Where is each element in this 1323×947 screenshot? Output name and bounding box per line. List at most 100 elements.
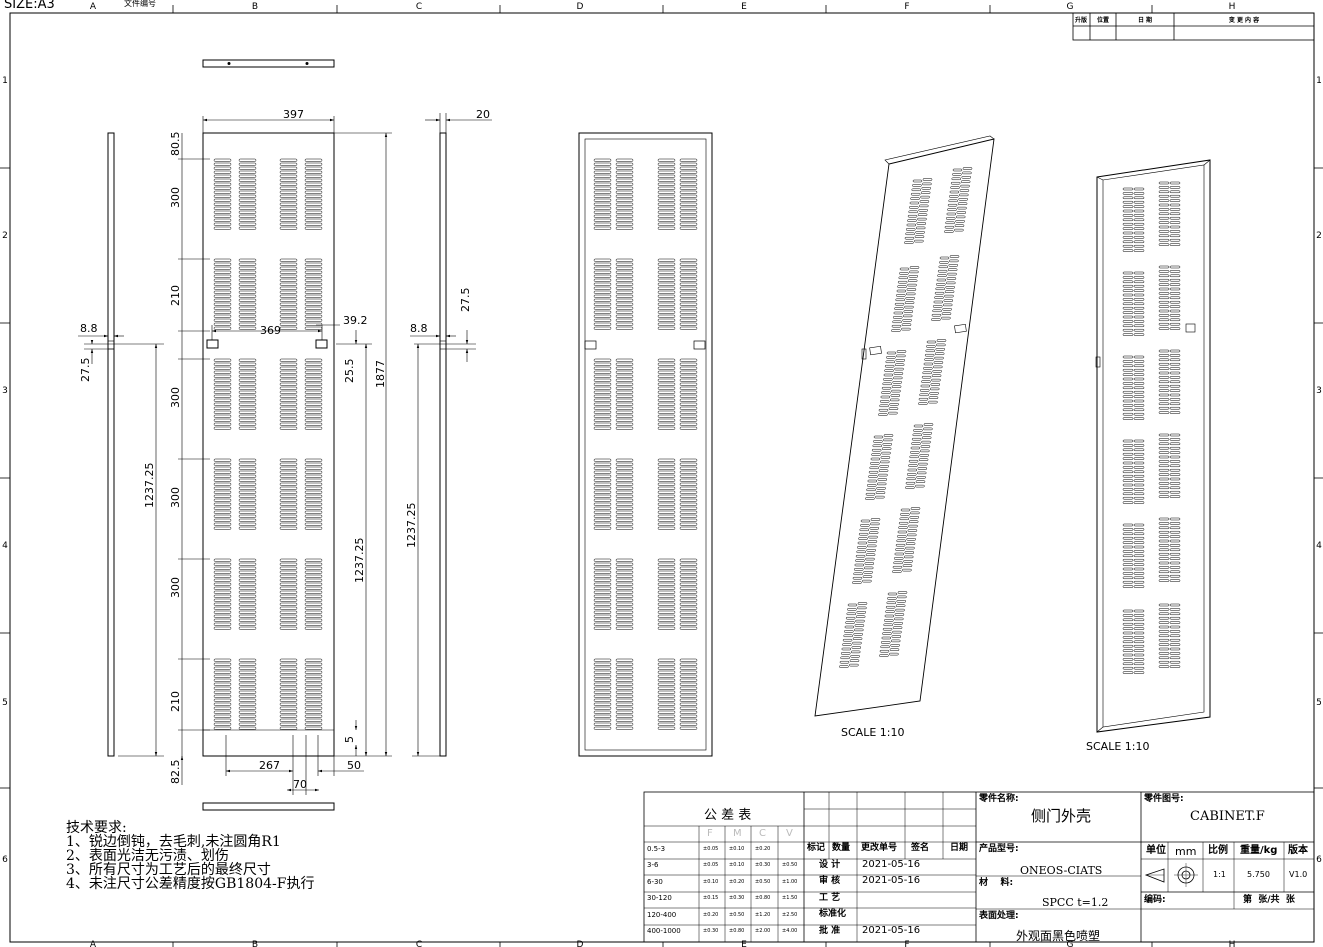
vent-slot [657,674,676,678]
vent-slot [871,448,882,452]
vent-slot [890,639,901,643]
vent-slot [1133,444,1145,447]
vent-slot [847,608,857,611]
vent-slot [213,490,232,494]
zone-row-6-right: 6 [1316,855,1322,865]
vent-slot [679,610,698,614]
vent-slot [304,502,323,506]
vent-slot [615,366,634,370]
vent-slot [1169,638,1181,642]
vent-slot [615,386,634,390]
vent-slot [615,674,634,678]
vent-slot [304,462,323,466]
vent-slot [1133,501,1145,504]
vent-slot [949,259,959,263]
vent-slot [238,626,257,630]
vent-slot [279,462,298,466]
vent-slot [238,266,257,270]
vent-slot [1122,320,1134,323]
vent-slot [304,602,323,606]
vent-slot [1169,652,1181,655]
vent-slot [279,458,298,462]
vent-slot [880,641,891,644]
vent-slot [593,682,612,686]
vent-slot [878,408,889,412]
vent-slot [946,281,956,285]
vent-slot [593,294,612,298]
vent-slot [910,192,921,196]
vent-slot [657,502,676,506]
approval-header-change-no: 更改单号 [861,843,898,853]
vent-slot [899,267,910,271]
vent-slot [865,553,876,556]
vent-slot [213,190,232,194]
vent-slot [1133,373,1145,376]
vent-slot [679,558,698,562]
vent-slot [1169,490,1181,494]
vent-slot [1122,412,1134,416]
vent-slot [679,210,698,214]
vent-slot [615,358,634,362]
vent-slot [852,576,863,580]
vent-slot [657,598,676,602]
vent-slot [213,586,232,590]
vent-slot [657,626,676,630]
vent-slot [304,374,323,378]
vent-slot [679,570,698,574]
vent-slot [657,370,676,374]
vent-slot [892,565,903,569]
vent-slot [615,166,634,170]
vent-slot [657,394,676,398]
vent-slot [1169,482,1181,485]
vent-slot [615,574,634,578]
vent-slot [853,572,863,576]
vent-slot [304,378,323,382]
vent-slot [889,652,899,656]
vent-slot [679,694,698,698]
vent-slot [657,726,676,730]
vent-slot [279,194,298,198]
vent-slot [593,482,612,486]
vent-slot [1169,530,1181,534]
vent-slot [679,594,698,598]
vent-slot [856,550,866,554]
vent-slot [679,194,698,198]
vent-slot [961,176,972,179]
vent-slot [238,422,257,426]
vent-slot [593,390,612,394]
vent-slot [304,526,323,530]
vent-slot [657,202,676,206]
iso-view-2-scale: SCALE 1:10 [1086,740,1149,753]
vent-slot [948,264,959,267]
vent-slot [213,514,232,518]
vent-slot [213,222,232,226]
vent-slot [238,262,257,266]
vent-slot [1133,205,1145,208]
vent-slot [883,378,893,381]
vent-slot [279,410,298,414]
vent-slot [657,670,676,674]
vent-slot [679,670,698,674]
vent-slot [657,294,676,298]
vent-slot [304,218,323,222]
vent-slot [1122,567,1134,571]
vent-slot [910,197,920,200]
vent-slot [679,270,698,274]
vent-slot [213,706,232,710]
vent-slot [1133,470,1145,474]
vent-slot [896,600,907,603]
vent-slot [657,474,676,478]
vent-slot [593,462,612,466]
vent-slot [679,710,698,714]
vent-slot [593,326,612,330]
vent-slot [1133,390,1145,394]
vent-slot [615,262,634,266]
vent-slot [593,302,612,306]
tolerance-value: ±1.00 [782,879,798,885]
vent-slot [679,682,698,686]
vent-slot [304,626,323,630]
vent-slot [593,566,612,570]
vent-slot [304,326,323,330]
vent-slot [657,562,676,566]
surface-label: 表面处理: [979,911,1019,921]
